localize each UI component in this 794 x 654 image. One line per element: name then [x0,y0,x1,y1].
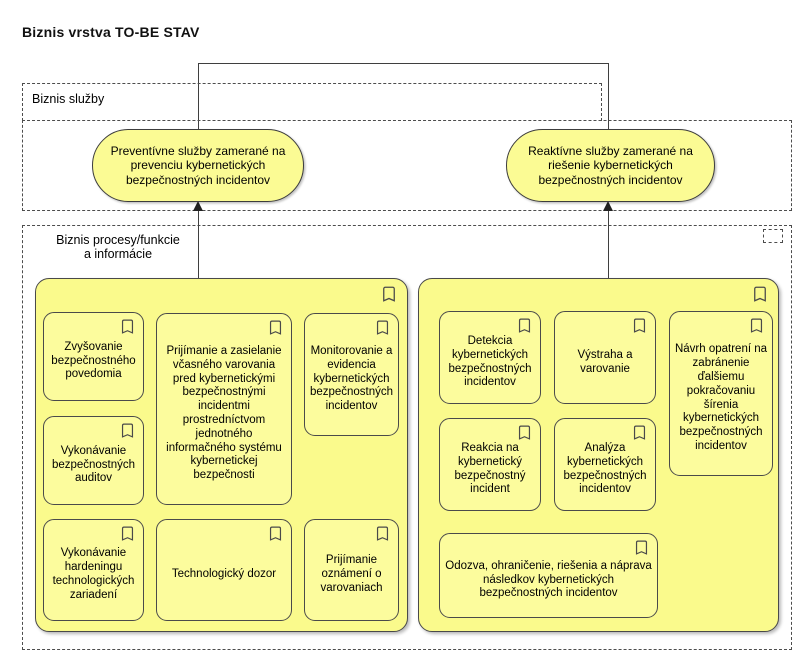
services-zone-label: Biznis služby [32,92,105,106]
processes-zone-label: Biznis procesy/funkcie a informácie [56,233,180,262]
bookmark-icon [631,424,648,441]
service-reactive[interactable]: Reaktívne služby zamerané na riešenie ky… [506,129,715,202]
bookmark-icon [267,525,284,542]
process-box-bezpecnostne-audity[interactable]: Vykonávanie bezpečnostných auditov [43,416,144,505]
services-zone[interactable] [22,120,792,211]
bookmark-icon [119,422,136,439]
process-box-odozva-naprava[interactable]: Odozva, ohraničenie, riešenia a náprava … [439,533,658,618]
connector-left-service-up [198,63,200,130]
bookmark-icon [751,285,769,303]
process-box-prijimanie-oznameni[interactable]: Prijímanie oznámení o varovaniach [304,519,399,621]
connector-right-service-up [608,63,610,130]
connector-top-horizontal [198,63,609,65]
bookmark-icon [631,317,648,334]
process-box-analyza-incidentov[interactable]: Analýza kybernetických bezpečnostných in… [554,418,656,511]
connector-right-group-to-service [608,210,610,278]
process-group-reactive[interactable]: Detekcia kybernetických bezpečnostných i… [418,278,779,632]
process-box-navrh-opatreni[interactable]: Návrh opatrení na zabránenie ďalšiemu po… [669,311,773,476]
processes-zone[interactable]: Biznis procesy/funkcie a informácie [22,225,792,650]
process-box-technologicky-dozor[interactable]: Technologický dozor [156,519,292,621]
services-zone-label-box[interactable]: Biznis služby [22,83,602,121]
bookmark-icon [633,539,650,556]
bookmark-icon [380,285,398,303]
process-box-detekcia-incidentov[interactable]: Detekcia kybernetických bezpečnostných i… [439,311,541,404]
process-group-preventive[interactable]: Zvyšovanie bezpečnostného povedomia Prij… [35,278,408,632]
bookmark-icon [374,319,391,336]
arrowhead-right [603,201,613,211]
collapsed-group-indicator[interactable] [763,229,783,243]
bookmark-icon [119,318,136,335]
process-box-hardening-zariadeni[interactable]: Vykonávanie hardeningu technologických z… [43,519,144,621]
process-box-prijimanie-zasielanie-varovania[interactable]: Prijímanie a zasielanie včasného varovan… [156,313,292,505]
bookmark-icon [119,525,136,542]
diagram-title: Biznis vrstva TO-BE STAV [22,24,200,40]
connector-left-group-to-service [198,210,200,278]
bookmark-icon [516,424,533,441]
bookmark-icon [374,525,391,542]
bookmark-icon [748,317,765,334]
process-box-reakcia-incident[interactable]: Reakcia na kybernetický bezpečnostný inc… [439,418,541,511]
bookmark-icon [516,317,533,334]
process-box-zvysovanie-povedomia[interactable]: Zvyšovanie bezpečnostného povedomia [43,312,144,401]
arrowhead-left [193,201,203,211]
process-box-monitorovanie-evidencia[interactable]: Monitorovanie a evidencia kybernetických… [304,313,399,436]
service-preventive[interactable]: Preventívne služby zamerané na prevenciu… [92,129,304,202]
process-box-vystraha-varovanie[interactable]: Výstraha a varovanie [554,311,656,404]
bookmark-icon [267,319,284,336]
